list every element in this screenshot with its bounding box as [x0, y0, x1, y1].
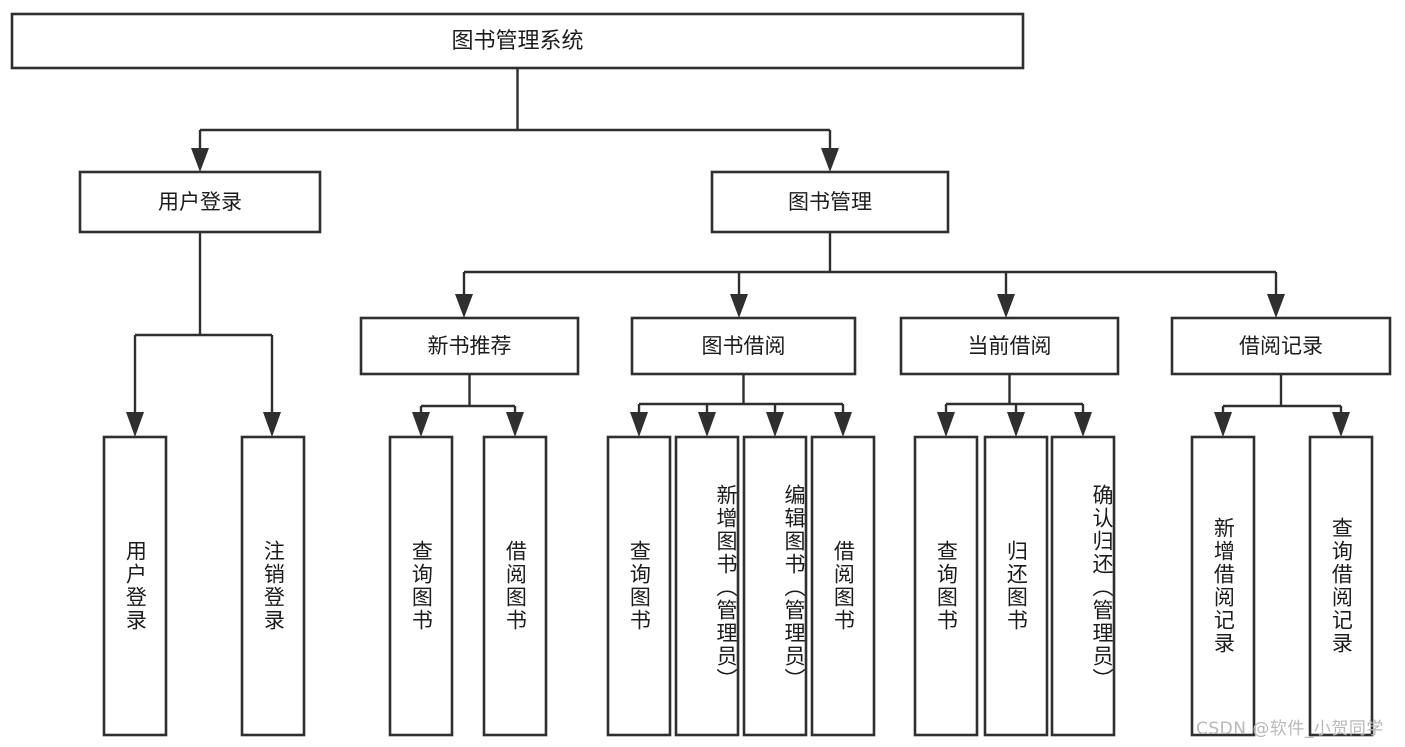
arrow-head-leaf-query-record	[1332, 412, 1350, 437]
node-box-root[interactable]	[10, 12, 1025, 70]
node-box-book-borrow[interactable]	[630, 316, 857, 376]
arrow-head-current-borrow	[997, 294, 1015, 318]
leaf-box-query-book-rec[interactable]	[388, 435, 454, 737]
leaf-box-add-book[interactable]	[674, 435, 740, 737]
arrow-head-leaf-query-book-borrow	[630, 412, 648, 437]
arrow-head-leaf-edit-book	[766, 412, 784, 437]
node-box-borrow-record[interactable]	[1170, 316, 1392, 376]
arrow-head-leaf-add-record	[1214, 412, 1232, 437]
node-box-book-manage[interactable]	[710, 170, 950, 234]
arrow-head-leaf-query-book-cur	[937, 412, 955, 437]
csdn-watermark: CSDN @软件_小贺同学	[1196, 719, 1384, 739]
leaf-box-query-book-borrow[interactable]	[606, 435, 672, 737]
arrow-head-leaf-borrow-book-rec	[506, 412, 524, 437]
leaf-box-confirm-return[interactable]	[1050, 435, 1116, 737]
node-label-current-borrow: 当前借阅	[968, 334, 1052, 358]
arrow-head-leaf-add-book	[698, 412, 716, 437]
arrow-head-book-borrow	[730, 294, 748, 318]
node-label-new-book-rec: 新书推荐	[428, 334, 512, 358]
arrow-head-user-login	[191, 148, 209, 172]
arrow-head-book-manage	[821, 148, 839, 172]
node-label-book-borrow: 图书借阅	[702, 334, 786, 358]
arrow-head-leaf-confirm-return	[1074, 412, 1092, 437]
arrow-head-leaf-logout	[263, 412, 281, 437]
node-label-book-manage: 图书管理	[788, 190, 872, 214]
node-label-user-login: 用户登录	[158, 190, 242, 214]
arrow-head-new-book-rec	[455, 294, 473, 318]
arrow-head-leaf-user-login	[126, 412, 144, 437]
arrow-head-leaf-query-book-rec	[412, 412, 430, 437]
leaf-box-user-login[interactable]	[102, 435, 168, 737]
arrow-head-leaf-borrow-book	[834, 412, 852, 437]
node-label-borrow-record: 借阅记录	[1239, 334, 1323, 358]
leaf-box-logout[interactable]	[240, 435, 306, 737]
leaf-box-edit-book[interactable]	[742, 435, 808, 737]
node-box-current-borrow[interactable]	[899, 316, 1120, 376]
leaf-box-return-book[interactable]	[983, 435, 1049, 737]
leaf-box-add-record[interactable]	[1190, 435, 1256, 737]
leaf-box-query-book-cur[interactable]	[913, 435, 979, 737]
node-box-new-book-rec[interactable]	[359, 316, 580, 376]
leaf-box-borrow-book[interactable]	[810, 435, 876, 737]
arrow-head-borrow-record	[1267, 294, 1285, 318]
arrow-head-leaf-return-book	[1007, 412, 1025, 437]
leaf-box-borrow-book-rec[interactable]	[482, 435, 548, 737]
leaf-box-query-record[interactable]	[1308, 435, 1374, 737]
node-label-root: 图书管理系统	[451, 29, 583, 54]
